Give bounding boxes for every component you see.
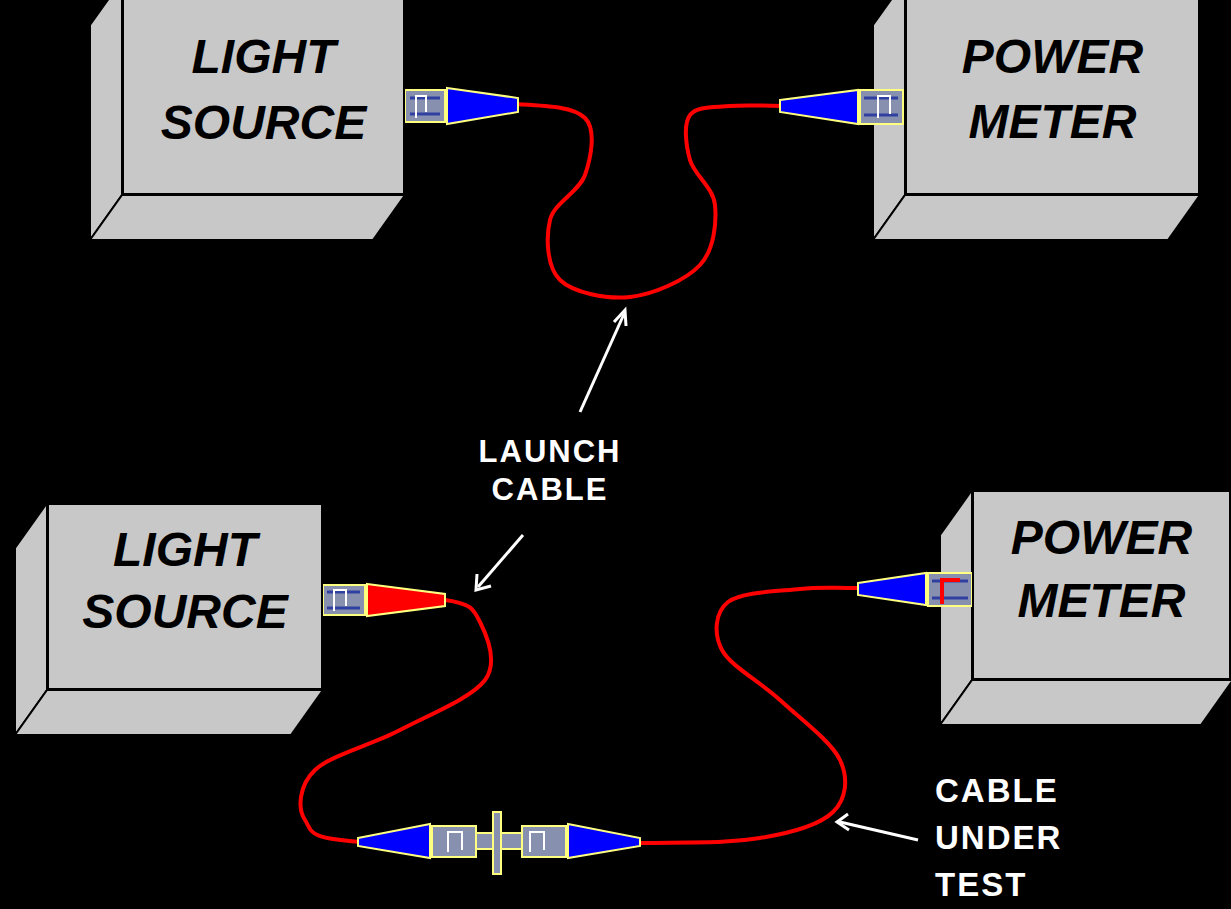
connector-ferrule — [323, 585, 365, 615]
connector-boot — [367, 584, 445, 616]
ferrule-detail — [530, 832, 544, 852]
ferrule-detail — [878, 96, 890, 118]
leader-arrowhead — [837, 814, 849, 830]
ferrule-detail — [327, 592, 360, 608]
ferrule-detail — [334, 590, 346, 611]
ferrule-detail — [448, 832, 462, 852]
equipment-name: LIGHT SOURCE — [49, 519, 321, 643]
connector-ferrule — [432, 826, 476, 857]
callout-label: LAUNCH CABLE — [450, 433, 650, 509]
ferrule-detail — [932, 581, 968, 598]
equipment-box: POWER METER — [972, 490, 1231, 680]
leader-line — [478, 535, 523, 587]
connector-ferrule — [928, 573, 972, 606]
connector-boot — [358, 824, 430, 858]
coupler-flange — [493, 812, 501, 874]
leader-arrowhead — [476, 574, 491, 590]
detector-detail — [942, 580, 960, 604]
box-side — [15, 690, 323, 735]
equipment-box: POWER METER — [905, 0, 1200, 195]
box-side — [90, 195, 405, 240]
fiber-cable — [301, 588, 972, 845]
equipment-name: LIGHT SOURCE — [124, 24, 403, 156]
connector-ferrule — [860, 90, 903, 124]
equipment-box: LIGHT SOURCE — [122, 0, 405, 195]
connector-ferrule — [522, 826, 566, 857]
connector-boot — [858, 573, 926, 605]
equipment-name: POWER METER — [974, 506, 1229, 632]
fiber-cable — [405, 104, 905, 298]
ferrule-detail — [864, 98, 898, 115]
connector-ferrule — [405, 90, 445, 122]
leader-line — [580, 314, 624, 412]
leader-line — [840, 822, 918, 840]
connector-boot — [447, 88, 518, 124]
connector-boot — [780, 90, 858, 124]
box-side — [940, 680, 1231, 725]
callout-label: CABLE UNDER TEST — [935, 767, 1110, 908]
connectors — [323, 88, 972, 874]
leader-arrowhead — [614, 310, 626, 326]
equipment-name: POWER METER — [907, 24, 1198, 154]
leader-lines — [476, 310, 918, 840]
box-sides — [15, 0, 1231, 735]
equipment-box: LIGHT SOURCE — [47, 503, 323, 690]
ferrule-detail — [416, 96, 426, 118]
connector-boot — [568, 824, 640, 858]
box-side — [873, 195, 1200, 240]
